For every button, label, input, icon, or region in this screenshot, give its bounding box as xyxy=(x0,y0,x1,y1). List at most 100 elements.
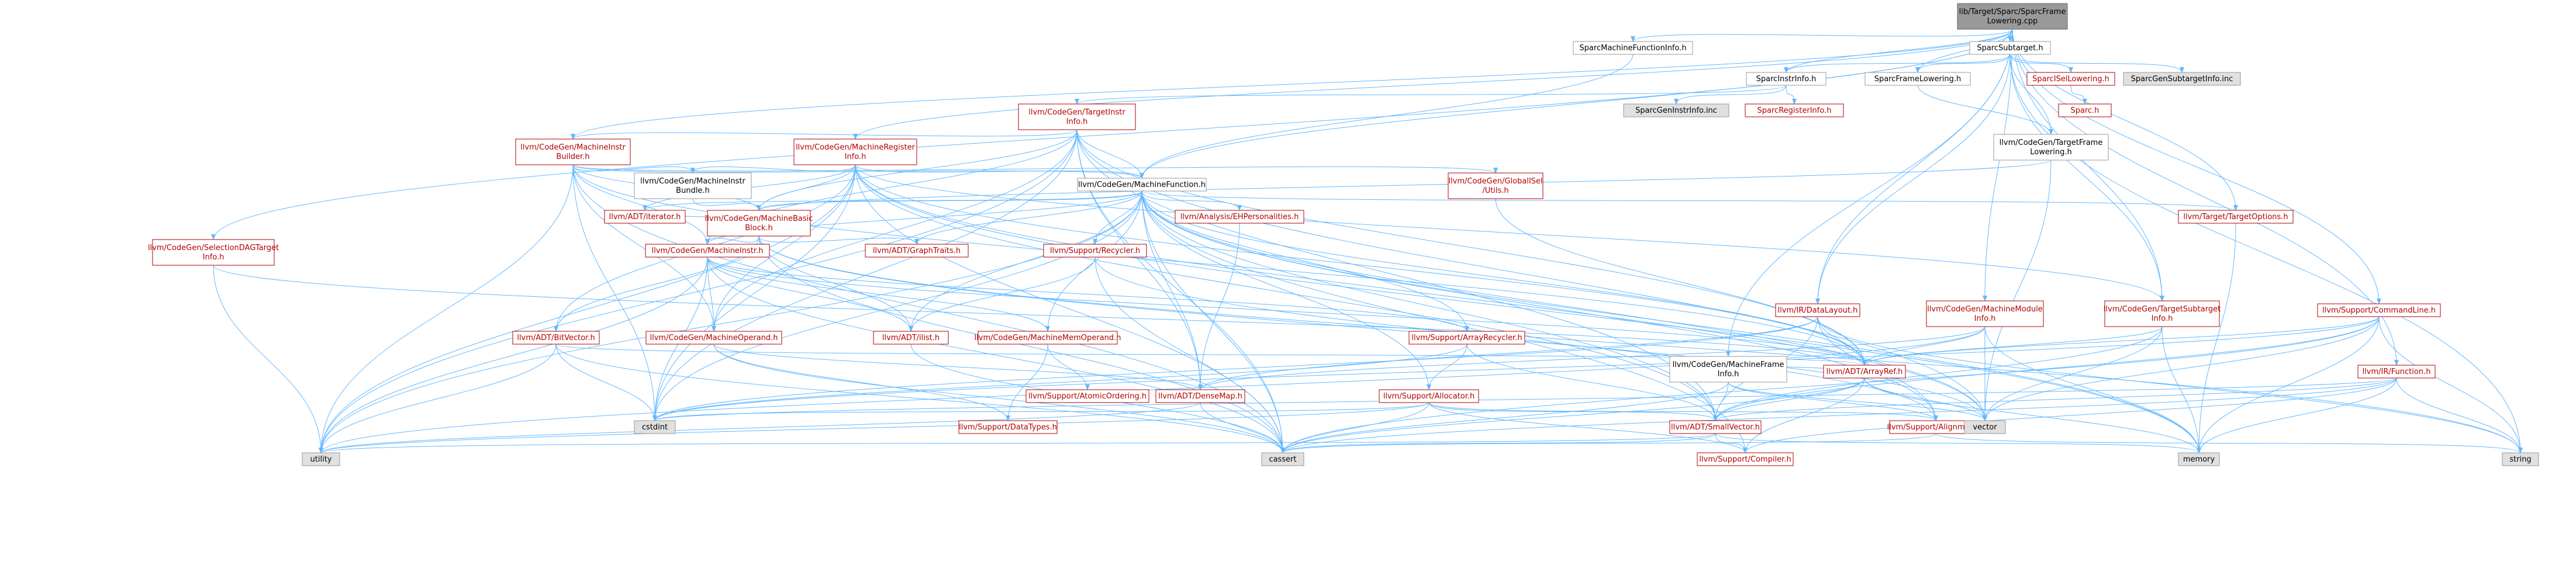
node-framelowering[interactable]: SparcFrameLowering.h xyxy=(1864,72,1971,86)
node-recycler[interactable]: llvm/Support/Recycler.h xyxy=(1043,244,1147,258)
node-datalayout[interactable]: llvm/IR/DataLayout.h xyxy=(1775,303,1860,317)
node-box xyxy=(1745,103,1844,117)
node-iterator[interactable]: llvm/ADT/iterator.h xyxy=(604,210,686,224)
node-ilist[interactable]: llvm/ADT/ilist.h xyxy=(873,331,949,345)
edge-mo-to-cassert xyxy=(713,344,1285,453)
edge-sdag-to-utility xyxy=(213,265,323,453)
node-reginfo[interactable]: SparcRegisterInfo.h xyxy=(1745,103,1844,117)
edge-subtarget-to-instrinfo xyxy=(1784,54,2011,73)
node-box xyxy=(1969,41,2051,55)
edge-subtarget-to-framelowering xyxy=(1915,54,2011,73)
node-instrinfo[interactable]: SparcInstrInfo.h xyxy=(1746,72,1826,86)
node-label: llvm/CodeGen/MachineMemOperand.h xyxy=(975,334,1121,342)
node-vector: vector xyxy=(1964,420,2006,434)
edge-tii-to-arrayref xyxy=(1076,129,1867,366)
node-gisel[interactable]: llvm/CodeGen/GlobalISel/Utils.h xyxy=(1448,172,1543,199)
edge-alignment-to-string xyxy=(1935,433,2523,453)
node-smfi[interactable]: SparcMachineFunctionInfo.h xyxy=(1573,41,1693,55)
node-label: llvm/ADT/GraphTraits.h xyxy=(873,247,961,255)
node-arrayref[interactable]: llvm/ADT/ArrayRef.h xyxy=(1823,365,1906,379)
node-box xyxy=(515,138,631,165)
node-box xyxy=(2502,452,2539,466)
node-cmdline[interactable]: llvm/Support/CommandLine.h xyxy=(2317,303,2441,317)
node-label: SparcFrameLowering.h xyxy=(1874,75,1962,84)
edge-allocator-to-smallvector xyxy=(1428,402,1718,421)
node-atomic[interactable]: llvm/Support/AtomicOrdering.h xyxy=(1025,389,1149,403)
edge-cmdline-to-arrayref xyxy=(1862,316,2380,366)
node-box xyxy=(645,244,770,258)
node-label: llvm/CodeGen/MachineOperand.h xyxy=(650,334,778,342)
node-datatypes[interactable]: llvm/Support/DataTypes.h xyxy=(958,420,1058,434)
node-box xyxy=(873,331,949,345)
node-irfunction[interactable]: llvm/IR/Function.h xyxy=(2357,365,2436,379)
node-label: llvm/CodeGen/MachineInstr xyxy=(520,143,626,152)
edge-mri-to-memory xyxy=(855,164,2201,453)
node-label: llvm/CodeGen/MachineInstr xyxy=(640,177,745,186)
node-isellowering[interactable]: SparcISelLowering.h xyxy=(2026,72,2115,86)
edge-tii-to-mf xyxy=(1076,129,1144,179)
node-arrayrecycler[interactable]: llvm/Support/ArrayRecycler.h xyxy=(1408,331,1525,345)
node-bitvector[interactable]: llvm/ADT/BitVector.h xyxy=(512,331,600,345)
node-smallvector[interactable]: llvm/ADT/SmallVector.h xyxy=(1669,420,1762,434)
node-mf[interactable]: llvm/CodeGen/MachineFunction.h xyxy=(1077,178,1207,192)
node-subtarget[interactable]: SparcSubtarget.h xyxy=(1969,41,2051,55)
node-label: Info.h xyxy=(2152,314,2173,323)
node-label: SparcGenInstrInfo.inc xyxy=(1635,106,1717,115)
edge-framelowering-to-tfl xyxy=(1917,85,2053,135)
node-allocator[interactable]: llvm/Support/Allocator.h xyxy=(1379,389,1479,403)
node-densemap[interactable]: llvm/ADT/DenseMap.h xyxy=(1155,389,1245,403)
edge-subtarget-to-gensubtarget xyxy=(2009,54,2184,73)
node-box xyxy=(302,452,340,466)
node-box xyxy=(1993,134,2109,161)
node-geninstr: SparcGenInstrInfo.inc xyxy=(1623,103,1729,117)
edge-arrayref-to-smallvector xyxy=(1713,377,1865,421)
edge-root-to-targetopts xyxy=(2012,29,2238,211)
node-targetopts[interactable]: llvm/Target/TargetOptions.h xyxy=(2178,210,2294,224)
edge-instrinfo-to-reginfo xyxy=(1786,85,1797,105)
node-mi[interactable]: llvm/CodeGen/MachineInstr.h xyxy=(645,244,770,258)
node-label: llvm/CodeGen/GlobalISel xyxy=(1448,177,1542,186)
edge-tii-to-smallvector xyxy=(1076,129,1718,421)
node-graphtraits[interactable]: llvm/ADT/GraphTraits.h xyxy=(865,244,969,258)
edge-datalayout-to-string xyxy=(1817,316,2523,453)
node-mo[interactable]: llvm/CodeGen/MachineOperand.h xyxy=(645,331,782,345)
edge-root-to-mri xyxy=(853,29,2013,140)
node-label: Bundle.h xyxy=(676,186,710,195)
edge-mi-to-cassert xyxy=(707,256,1285,453)
edge-mf-to-recycler xyxy=(1093,190,1142,245)
node-box xyxy=(604,210,686,224)
node-gensubtarget: SparcGenSubtargetInfo.inc xyxy=(2123,72,2241,86)
node-sparch[interactable]: Sparc.h xyxy=(2058,103,2112,117)
node-box xyxy=(2317,303,2441,317)
edge-tii-to-mo xyxy=(712,129,1078,332)
node-mmo[interactable]: llvm/CodeGen/MachineMemOperand.h xyxy=(975,331,1121,345)
node-label: llvm/Analysis/EHPersonalities.h xyxy=(1180,213,1299,221)
edge-irfunction-to-string xyxy=(2396,377,2523,453)
node-root[interactable]: lib/Target/Sparc/SparcFrameLowering.cpp xyxy=(1957,3,2068,30)
node-label: llvm/Support/Allocator.h xyxy=(1383,392,1475,401)
node-compiler[interactable]: llvm/Support/Compiler.h xyxy=(1697,452,1794,466)
node-box xyxy=(1823,365,1906,379)
node-label: Lowering.cpp xyxy=(1987,17,2038,26)
node-box xyxy=(1077,178,1207,192)
edge-root-to-sdag xyxy=(211,29,2013,240)
edge-arrayrecycler-to-allocator xyxy=(1427,344,1467,390)
node-box xyxy=(1379,389,1479,403)
node-box xyxy=(1155,389,1245,403)
edge-arrayref-to-cassert xyxy=(1280,377,1865,453)
node-ehp[interactable]: llvm/Analysis/EHPersonalities.h xyxy=(1175,210,1304,224)
edge-sdag-to-arrayref xyxy=(213,265,1867,366)
node-label: SparcGenSubtargetInfo.inc xyxy=(2131,75,2233,84)
edge-tii-to-densemap xyxy=(1076,129,1203,390)
